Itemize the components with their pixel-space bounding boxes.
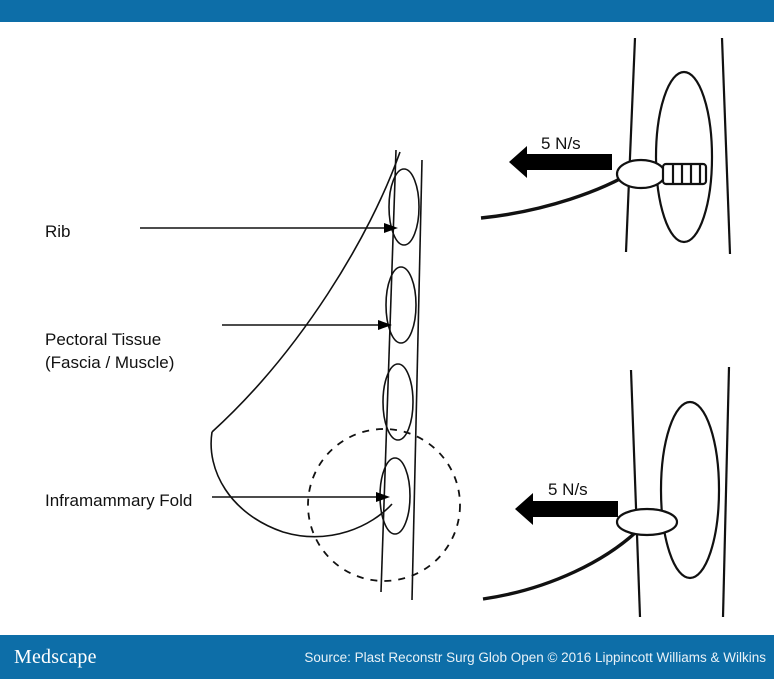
label-pectoral-text: Pectoral Tissue: [45, 330, 161, 349]
leader-arrowhead-pectoral: [378, 320, 392, 330]
panel-top-chest-line-outer: [720, 37, 732, 255]
label-pectoral-subtext: (Fascia / Muscle): [45, 353, 174, 372]
panel-bottom-fold-curve: [482, 518, 650, 601]
panel-bottom-arrow-glyph: [515, 493, 618, 525]
panel-top-rib-ellipse: [654, 70, 714, 244]
panel-bottom-force-label: 5 N/s: [548, 480, 588, 499]
top-accent-bar: [0, 0, 774, 22]
medscape-logo[interactable]: Medscape: [14, 646, 97, 668]
panel-bottom-chest-line-outer: [721, 366, 731, 618]
chest-wall-outer-line: [411, 159, 423, 601]
leader-arrowhead-imf: [376, 492, 390, 502]
panel-bottom-chest-line-inner: [629, 369, 642, 618]
label-imf-text: Inframammary Fold: [45, 491, 192, 510]
label-rib: Rib: [45, 222, 398, 241]
figure-area: Rib Pectoral Tissue (Fascia / Muscle) In…: [0, 22, 774, 635]
label-inframammary-fold: Inframammary Fold: [45, 491, 390, 510]
panel-bottom-force-arrow: 5 N/s: [515, 480, 618, 525]
breast-contour: [210, 151, 401, 538]
source-attribution: Source: Plast Reconstr Surg Glob Open © …: [304, 650, 766, 665]
panel-top: 5 N/s: [480, 37, 732, 255]
panel-bottom-rib-ellipse: [659, 400, 721, 580]
breast-lower-fold-curve: [210, 431, 393, 538]
panel-top-device: [615, 158, 708, 190]
inframammary-fold-highlight-circle: [307, 428, 461, 582]
panel-bottom-fold-oval: [615, 507, 679, 537]
panel-top-force-label: 5 N/s: [541, 134, 581, 153]
label-pectoral-tissue: Pectoral Tissue (Fascia / Muscle): [45, 320, 392, 372]
panel-top-force-arrow: 5 N/s: [509, 134, 612, 178]
rib-ellipse-3: [382, 363, 414, 441]
rib-ellipse-1: [388, 168, 420, 246]
footer-bar: Medscape Source: Plast Reconstr Surg Glo…: [0, 635, 774, 679]
breast-upper-curve: [211, 151, 401, 433]
leader-arrowhead-rib: [384, 223, 398, 233]
panel-top-device-oval: [615, 158, 667, 190]
rib-ellipse-2: [385, 266, 417, 344]
label-rib-text: Rib: [45, 222, 71, 241]
panel-top-arrow-glyph: [509, 146, 612, 178]
panel-bottom: 5 N/s: [482, 366, 731, 618]
panel-top-chest-line-inner: [624, 37, 637, 253]
